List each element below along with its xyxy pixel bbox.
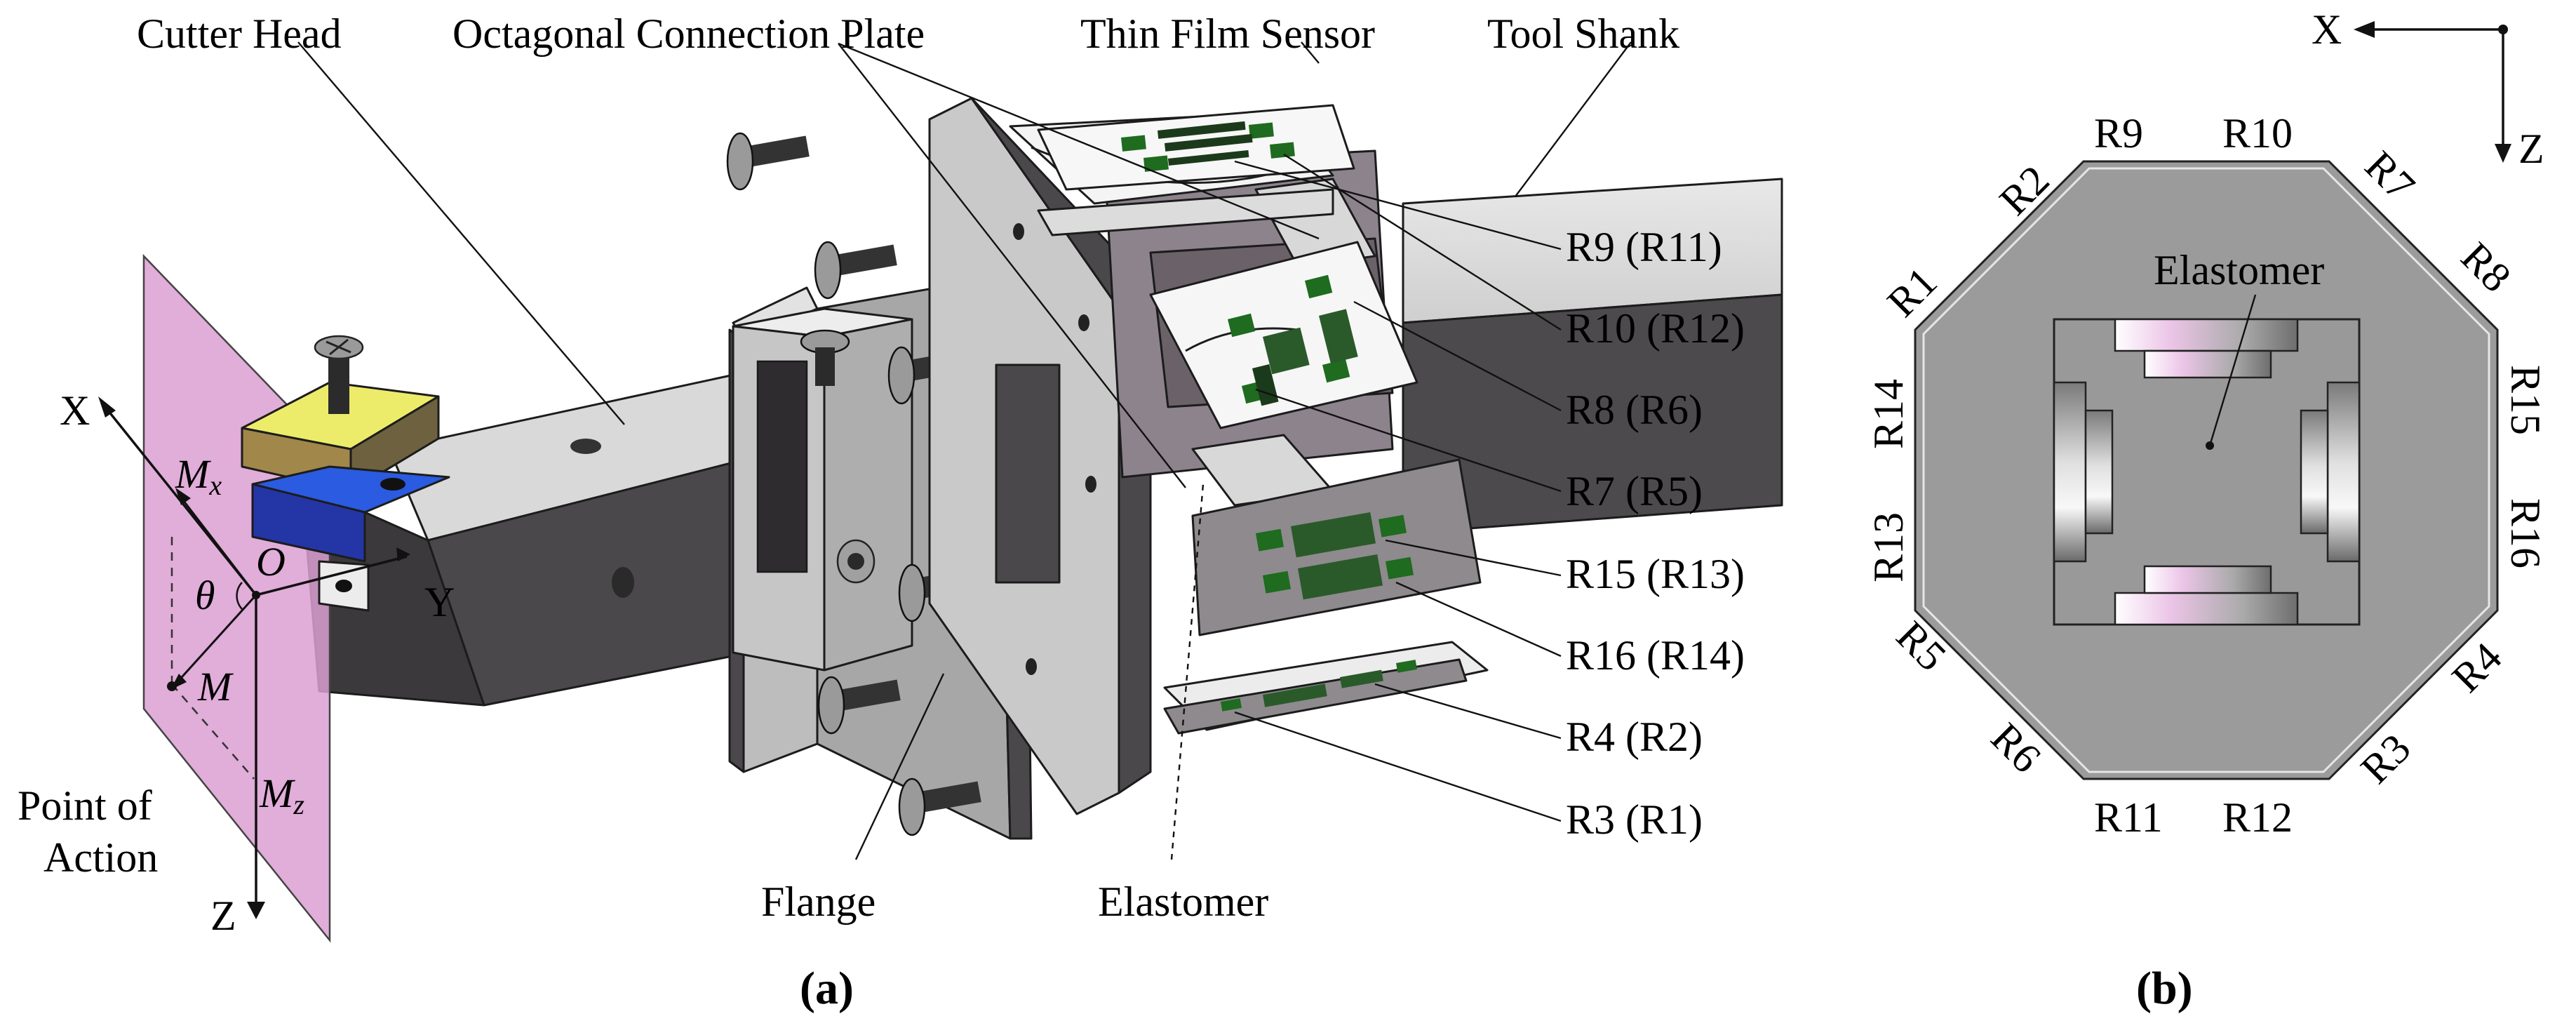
clamp-pad-hole xyxy=(335,580,352,592)
label-r8-b: R8 xyxy=(2453,234,2520,301)
axes-origin-b xyxy=(2498,25,2508,34)
label-r9-r11: R9 (R11) xyxy=(1566,224,1722,270)
leader-r10 xyxy=(1283,153,1562,331)
x-axis-arrowhead xyxy=(98,396,116,418)
label-r13-b: R13 xyxy=(1865,512,1912,582)
slot-top-outer xyxy=(2114,318,2299,352)
label-origin: O xyxy=(256,539,286,585)
resistor-labels-a: R9 (R11) R10 (R12) R8 (R6) R7 (R5) R15 (… xyxy=(1566,224,1745,843)
panel-a: Cutter Head Octagonal Connection Plate T… xyxy=(18,11,1783,1014)
label-r10-r12: R10 (R12) xyxy=(1566,305,1745,352)
blue-block xyxy=(251,465,450,563)
label-r15-b: R15 xyxy=(2502,365,2549,435)
label-r7-r5: R7 (R5) xyxy=(1566,468,1703,514)
slot-bottom-outer xyxy=(2114,592,2299,626)
label-r12-b: R12 xyxy=(2222,794,2293,841)
leader-cutter-head xyxy=(297,41,625,425)
label-axis-z-b: Z xyxy=(2518,126,2544,172)
label-axis-x-a: X xyxy=(60,387,90,434)
film-r4-r3 xyxy=(1163,641,1489,735)
label-mz: Mz xyxy=(259,770,304,820)
label-axis-y-a: Y xyxy=(424,579,455,625)
leader-plate-1 xyxy=(838,43,1186,488)
label-point-of-action-2: Action xyxy=(43,834,158,881)
theta-arc xyxy=(236,582,243,610)
leaders-a xyxy=(297,41,1632,860)
caption-b: (b) xyxy=(2136,963,2193,1014)
leader-r16 xyxy=(1395,581,1562,657)
label-thin-film-sensor: Thin Film Sensor xyxy=(1080,11,1375,57)
flange-screws xyxy=(726,132,981,836)
x-axis-arrowhead-b xyxy=(2354,21,2375,38)
label-elastomer-a: Elastomer xyxy=(1098,879,1268,925)
label-r4-r2: R4 (R2) xyxy=(1566,714,1703,760)
leader-plate-2 xyxy=(838,42,1320,240)
film-r8-r7 xyxy=(1149,241,1418,429)
leader-thin-film xyxy=(1301,41,1320,64)
z-axis-arrowhead xyxy=(247,902,265,919)
label-r9-b: R9 xyxy=(2094,110,2143,156)
z-axis-arrowhead-b xyxy=(2495,144,2511,163)
label-r15-r13: R15 (R13) xyxy=(1566,551,1745,597)
label-r16-r14: R16 (R14) xyxy=(1566,632,1745,679)
tool-shank xyxy=(1402,178,1783,535)
octagonal-plate xyxy=(928,97,1152,815)
y-axis-arrowhead xyxy=(396,547,410,561)
m-arrow xyxy=(174,594,257,686)
leader-r3 xyxy=(1234,711,1562,822)
label-point-of-action-1: Point of xyxy=(18,782,152,829)
film-r9-r10 xyxy=(1037,104,1355,191)
panel-b: X Z Elastomer R9 R10 R2 R7 R1 R8 R14 R15 xyxy=(1865,6,2549,1014)
slot-left-inner xyxy=(2084,409,2114,535)
leader-r9 xyxy=(1234,160,1562,251)
axes-b xyxy=(2354,21,2511,163)
mx-arrow xyxy=(177,494,257,596)
label-mx: Mx xyxy=(175,451,222,501)
leader-r7 xyxy=(1255,388,1562,493)
slot-bottom-inner xyxy=(2143,565,2272,594)
label-axis-z-a: Z xyxy=(210,893,236,939)
caption-a: (a) xyxy=(800,963,854,1014)
label-r16-b: R16 xyxy=(2502,498,2549,568)
slot-left-outer xyxy=(2053,381,2087,563)
label-r3-r1: R3 (R1) xyxy=(1566,796,1703,843)
point-of-action-dot xyxy=(167,681,177,691)
film-r15-r16 xyxy=(1191,458,1482,636)
label-axis-x-b: X xyxy=(2312,6,2342,53)
slot-right-inner xyxy=(2300,409,2329,535)
slot-top-inner xyxy=(2143,349,2272,379)
label-r8-r6: R8 (R6) xyxy=(1566,387,1703,433)
slot-right-outer xyxy=(2326,381,2361,563)
label-flange: Flange xyxy=(761,879,876,925)
label-r11-b: R11 xyxy=(2094,794,2163,841)
label-theta: θ xyxy=(195,573,215,618)
elastomer-dot-b xyxy=(2206,441,2214,450)
leader-r15 xyxy=(1385,539,1562,577)
label-tool-shank: Tool Shank xyxy=(1487,11,1679,57)
origin-dot xyxy=(252,591,260,599)
leader-r4 xyxy=(1374,683,1562,740)
leader-flange xyxy=(854,673,945,860)
octagon-rim-b xyxy=(1922,167,2490,773)
label-r14-b: R14 xyxy=(1865,379,1912,449)
y-axis-line xyxy=(255,555,408,596)
label-elastomer-b: Elastomer xyxy=(2154,247,2324,293)
leader-tool-shank xyxy=(1515,41,1632,197)
label-octagonal-plate: Octagonal Connection Plate xyxy=(452,11,925,57)
leader-r8 xyxy=(1353,300,1562,412)
label-cutter-head: Cutter Head xyxy=(137,11,342,57)
axes-a xyxy=(98,396,410,919)
dashed-projection-z xyxy=(171,683,255,780)
mx-arrowhead xyxy=(175,488,191,505)
label-r10-b: R10 xyxy=(2222,110,2293,156)
label-m: M xyxy=(197,664,234,709)
leader-elastomer-b xyxy=(2208,294,2257,446)
